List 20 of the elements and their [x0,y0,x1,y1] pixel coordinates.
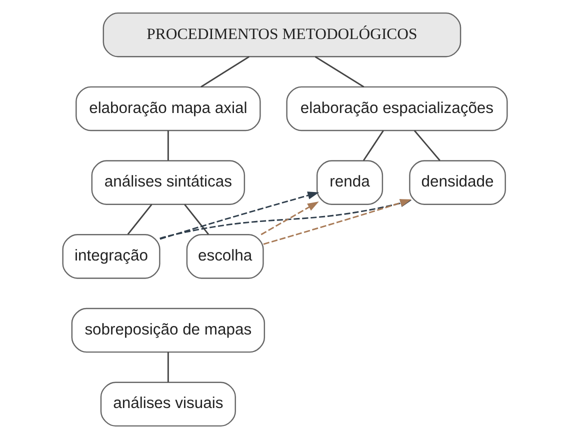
connector [167,352,169,382]
arrow [260,201,319,236]
node-box: elaboração mapa axial [76,86,261,132]
connector [200,56,250,88]
connector [414,130,440,161]
node-box: sobreposição de mapas [71,308,266,353]
connector [127,204,152,235]
node-box: integração [62,234,160,279]
node-box: análises sintáticas [91,160,246,205]
connector [314,56,364,88]
node-box: renda [316,160,384,205]
node-box: escolha [186,234,264,279]
node-box: densidade [409,160,506,205]
node-box: elaboração espacializações [286,86,508,132]
connector [184,204,210,235]
connector [167,130,169,160]
arrow [160,192,320,240]
node-box: PROCEDIMENTOS METODOLÓGICOS [102,12,462,58]
connector [362,130,384,161]
node-box: análises visuais [100,382,236,427]
